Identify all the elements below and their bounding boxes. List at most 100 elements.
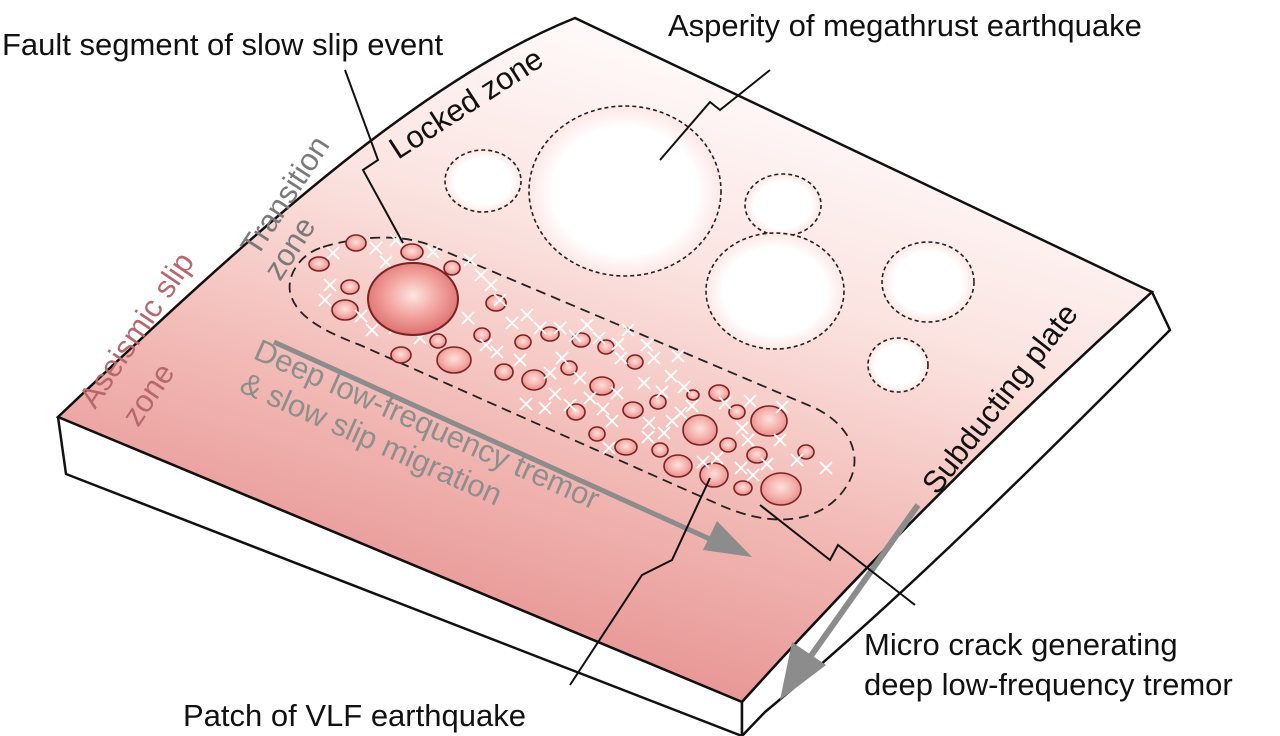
tremor-patch <box>626 354 644 370</box>
tremor-patch <box>614 438 638 456</box>
micro-crack-mark <box>326 246 340 260</box>
label-micro-crack-1: Micro crack generating <box>864 627 1178 662</box>
leader-fault-segment <box>344 69 404 244</box>
micro-crack-mark <box>743 394 757 408</box>
tremor-patch <box>443 260 461 276</box>
tremor-patch <box>521 369 547 391</box>
micro-crack-mark <box>563 398 577 412</box>
micro-crack-mark <box>505 316 519 330</box>
slab-front-face <box>56 415 744 736</box>
tremor-patch <box>436 346 472 374</box>
tremor-patch <box>699 462 729 488</box>
micro-crack-mark <box>484 278 498 292</box>
tremor-patch <box>750 405 788 437</box>
micro-crack-mark <box>674 406 688 420</box>
tremor-patch <box>400 243 424 261</box>
tremor-patch <box>682 414 718 446</box>
micro-crack-mark <box>647 351 661 365</box>
tremor-patch <box>560 360 578 376</box>
micro-crack-mark <box>354 309 368 323</box>
tremor-patch <box>566 403 586 421</box>
asperity-patch <box>705 232 845 350</box>
asperity-patch <box>867 337 929 393</box>
tremor-patch <box>390 346 412 364</box>
micro-crack-mark <box>718 396 732 410</box>
tremor-patch <box>622 401 644 419</box>
migration-arrow <box>272 339 752 557</box>
micro-crack-mark <box>369 241 383 255</box>
micro-crack-mark <box>611 337 625 351</box>
micro-crack-mark <box>519 397 533 411</box>
tremor-patch <box>540 326 560 342</box>
tremor-patch <box>760 472 802 506</box>
label-fault-segment: Fault segment of slow slip event <box>2 27 443 62</box>
micro-crack-mark <box>621 323 635 337</box>
micro-crack-mark <box>614 351 628 365</box>
micro-crack-mark <box>548 387 562 401</box>
micro-crack-mark <box>543 366 557 380</box>
micro-crack-mark <box>790 453 804 467</box>
slab-side-face <box>740 290 1172 736</box>
micro-crack-mark <box>637 376 651 390</box>
label-micro-crack-2: deep low-frequency tremor <box>864 667 1233 702</box>
micro-crack-mark <box>642 416 656 430</box>
micro-crack-mark <box>555 351 569 365</box>
label-vlf-patch: Patch of VLF earthquake <box>183 698 526 733</box>
tremor-patch <box>663 454 693 478</box>
tremor-patch <box>429 333 447 349</box>
micro-crack-mark <box>379 255 393 269</box>
tremor-patch <box>728 404 746 420</box>
tremor-patch <box>340 279 360 295</box>
micro-crack-mark <box>775 400 789 414</box>
micro-crack-mark <box>323 278 337 292</box>
micro-crack-mark <box>710 451 724 465</box>
leader-micro-crack <box>759 504 916 606</box>
micro-crack-mark <box>538 401 552 415</box>
tremor-patch <box>345 234 367 252</box>
micro-crack-mark <box>426 245 440 259</box>
micro-crack-mark <box>568 329 582 343</box>
micro-crack-mark <box>696 455 710 469</box>
tremor-patch <box>588 426 606 442</box>
subduction-arrow <box>780 503 921 700</box>
micro-crack-mark <box>580 318 594 332</box>
micro-crack-mark <box>592 331 606 345</box>
tremor-patch <box>733 480 753 496</box>
micro-crack-mark <box>553 321 567 335</box>
micro-crack-mark <box>513 353 527 367</box>
tremor-patch <box>331 299 359 321</box>
tremor-patch <box>589 376 615 396</box>
asperity-patch <box>444 149 522 213</box>
micro-crack-mark <box>640 338 654 352</box>
tremor-patch <box>494 363 514 381</box>
micro-crack-mark <box>520 308 534 322</box>
micro-crack-mark <box>605 414 619 428</box>
asperity-patch <box>528 105 722 277</box>
micro-crack-mark <box>664 369 678 383</box>
leader-lines <box>344 69 916 686</box>
micro-crack-mark <box>461 311 475 325</box>
micro-crack-mark <box>493 293 507 307</box>
micro-crack-mark <box>602 441 616 455</box>
tremor-patch <box>514 334 532 350</box>
tremor-patch <box>651 442 669 458</box>
tremor-patch <box>308 256 330 272</box>
micro-crack-mark <box>318 293 332 307</box>
micro-crack-mark <box>760 457 774 471</box>
tremor-patches <box>308 234 815 506</box>
asperities <box>444 105 975 393</box>
micro-crack-mark <box>490 345 504 359</box>
micro-crack-mark <box>479 338 493 352</box>
micro-crack-mark <box>533 321 547 335</box>
vlf-patch-large <box>367 262 459 336</box>
micro-crack-mark <box>463 253 477 267</box>
leader-vlf-patch <box>569 477 711 686</box>
micro-crack-mark <box>655 385 669 399</box>
asperity-patch <box>881 241 975 323</box>
micro-crack-mark <box>741 433 755 447</box>
micro-crack-mark <box>610 386 624 400</box>
label-asperity: Asperity of megathrust earthquake <box>668 8 1142 43</box>
micro-crack-mark <box>734 461 748 475</box>
